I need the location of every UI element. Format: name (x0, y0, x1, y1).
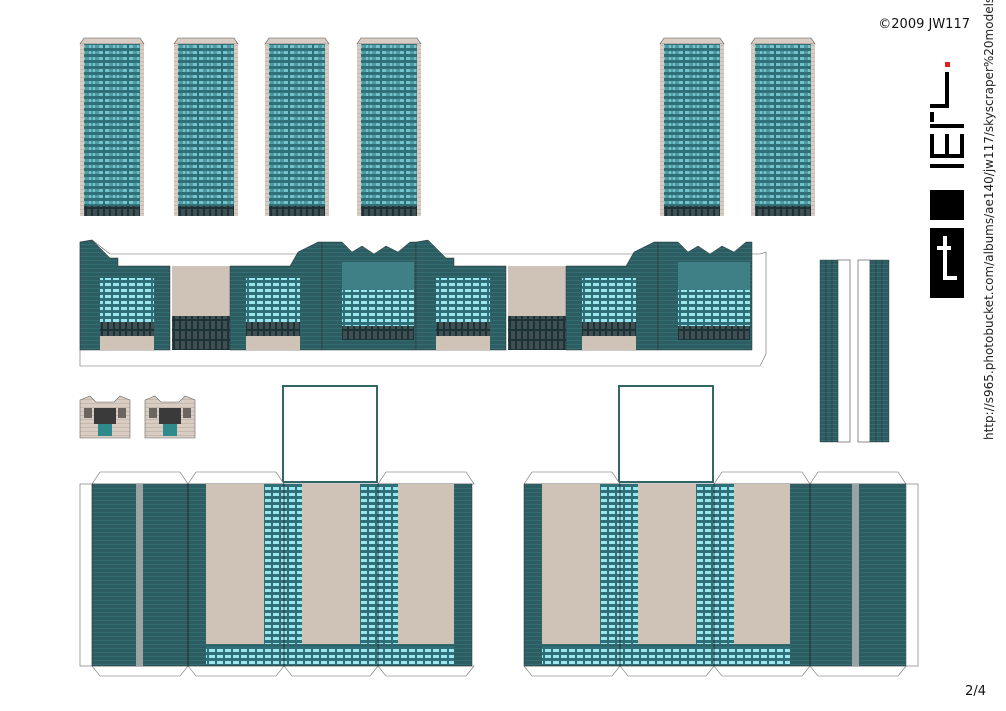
tower-facade (264, 37, 330, 216)
entrance-piece (144, 395, 196, 439)
tower-facade (659, 37, 725, 216)
tower-facade (173, 37, 239, 216)
tower-facade (79, 37, 145, 216)
building-net-left (79, 385, 475, 677)
podium-strip (79, 239, 767, 367)
vertical-strips (819, 259, 890, 443)
jw117-logo (930, 62, 964, 298)
tower-facade (750, 37, 816, 216)
copyright-label: ©2009 JW117 (878, 17, 970, 32)
page-number: 2/4 (965, 684, 986, 699)
tower-facade (356, 37, 422, 216)
entrance-piece (79, 395, 131, 439)
building-net-right (523, 385, 919, 677)
